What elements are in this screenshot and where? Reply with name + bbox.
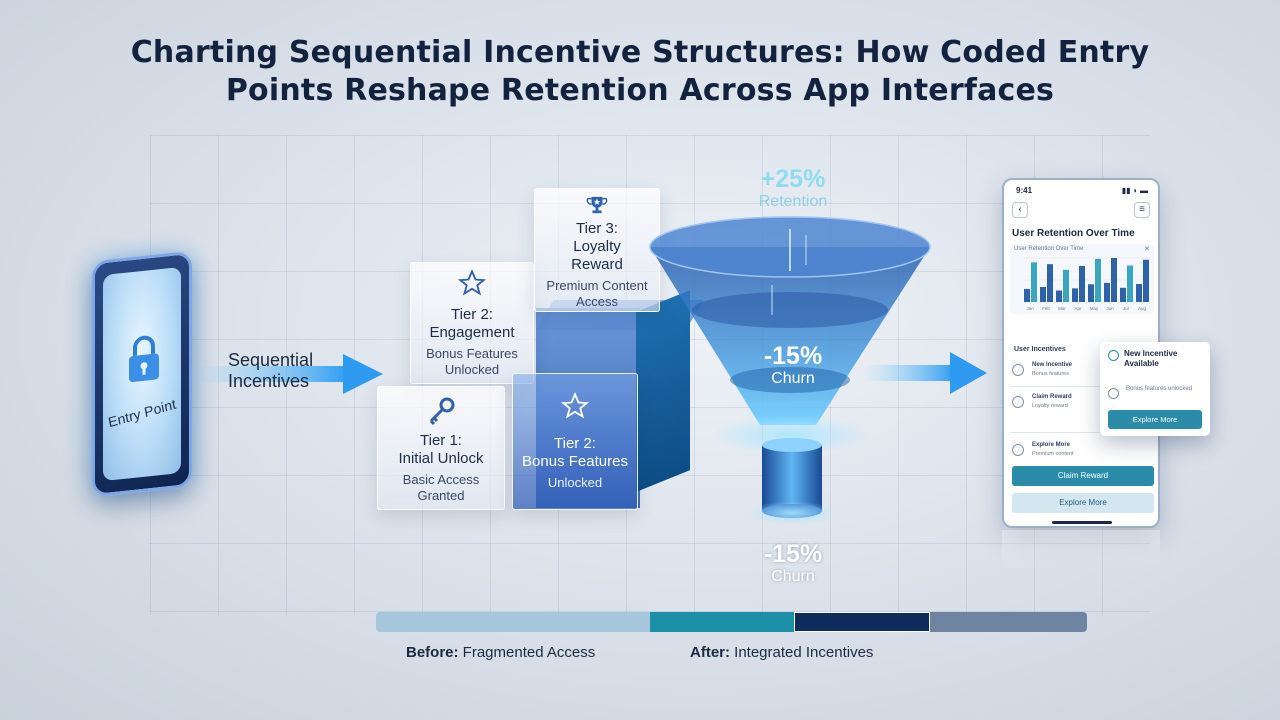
chart-close-icon[interactable]: ✕ <box>1144 246 1150 253</box>
chart-bar <box>1143 259 1149 302</box>
chart-tick-label: Mar <box>1058 306 1066 311</box>
status-icons: ▮▮ ◗ ▬ <box>1121 186 1148 195</box>
chart-bar <box>1127 265 1133 302</box>
app-reflection <box>1002 530 1160 570</box>
home-indicator <box>1052 521 1112 524</box>
tier-2-bonus-features-card: Tier 2: Bonus Features Unlocked <box>512 373 638 510</box>
title-line-1: Charting Sequential Incentive Structures… <box>130 35 1150 70</box>
funnel-to-app-arrow <box>862 352 987 394</box>
chart-bar <box>1111 258 1117 302</box>
explore-more-button[interactable]: Explore More <box>1012 493 1154 513</box>
chart-bar <box>1072 288 1078 302</box>
chart-bar <box>1056 290 1062 302</box>
popup-info-icon <box>1108 388 1119 399</box>
tier-1-initial-unlock-card: Tier 1: Initial Unlock Basic Access Gran… <box>377 386 505 510</box>
key-icon <box>429 397 455 426</box>
bar-transition-segment <box>650 612 794 632</box>
filter-button[interactable]: ≡ <box>1134 202 1150 218</box>
tier-3-loyalty-card: Tier 3: Loyalty Reward Premium Content A… <box>534 188 660 312</box>
popup-title: New Incentive Available <box>1124 349 1178 368</box>
chart-bar <box>1136 283 1142 302</box>
tier-2-engagement-card: Tier 2: Engagement Bonus Features Unlock… <box>410 262 534 384</box>
chart-tick-label: Jul <box>1123 306 1129 311</box>
page-title: Charting Sequential Incentive Structures… <box>0 34 1280 110</box>
retention-chart: User Retention Over Time ✕ Jan Feb Mar Apr M… <box>1010 244 1154 314</box>
chart-bar <box>1047 264 1053 302</box>
new-incentive-popup: New Incentive Available Bonus features u… <box>1100 342 1210 436</box>
chart-bar <box>1088 284 1094 302</box>
title-line-2: Points Reshape Retention Across App Inte… <box>225 73 1055 108</box>
sequential-arrow <box>188 354 383 394</box>
chart-tick-label: Apr <box>1074 306 1082 311</box>
retention-funnel <box>649 216 931 525</box>
incentives-section-heading: User Incentives <box>1014 346 1066 353</box>
back-button[interactable]: ‹ <box>1012 202 1028 218</box>
star-icon <box>457 268 487 296</box>
bar-after-segment <box>794 612 930 632</box>
before-legend: Before: Fragmented Access <box>406 644 596 661</box>
chart-bar <box>1120 287 1126 302</box>
entry-phone-screen: Entry Point <box>103 266 181 482</box>
chart-tick-label: Jun <box>1106 306 1114 311</box>
reward-icon <box>1012 396 1024 408</box>
app-heading: User Retention Over Time <box>1012 228 1135 239</box>
trophy-icon <box>586 196 608 214</box>
chart-bar <box>1063 269 1069 302</box>
divider <box>1010 386 1154 387</box>
chart-tick-label: Aug <box>1138 306 1147 311</box>
chart-tick-label: Feb <box>1042 306 1050 311</box>
entry-point-label: Entry Point <box>106 395 178 431</box>
chart-tick-label: May <box>1090 306 1099 311</box>
retention-metric: +25% Retention <box>758 165 828 210</box>
after-legend: After: Integrated Incentives <box>690 644 874 661</box>
claim-reward-button[interactable]: Claim Reward <box>1012 466 1154 486</box>
chart-bar <box>1024 288 1030 302</box>
chart-bar <box>1031 262 1037 302</box>
chart-subtitle: User Retention Over Time <box>1014 246 1084 252</box>
sequential-incentives-label: Sequential Incentives <box>228 350 314 391</box>
churn-metric-bottom: -15% Churn <box>763 540 823 585</box>
lock-icon <box>129 335 159 382</box>
divider <box>1010 432 1154 433</box>
entry-point-phone: Entry Point <box>92 250 192 498</box>
retention-bar-chart: Jan Feb Mar Apr May Jun Jul Aug <box>1024 257 1150 311</box>
chart-bar <box>1104 282 1110 302</box>
chart-bar <box>1079 265 1085 302</box>
popup-explore-button[interactable]: Explore More <box>1108 410 1202 429</box>
popup-subtitle: Bonus features unlocked <box>1126 386 1193 392</box>
chart-tick-label: Jan <box>1026 306 1034 311</box>
chart-bar <box>1095 258 1101 302</box>
star-icon <box>560 391 590 419</box>
status-time: 9:41 <box>1016 186 1033 195</box>
content-icon <box>1012 444 1024 456</box>
incentive-badge-icon <box>1108 350 1119 361</box>
incentive-icon <box>1012 364 1024 376</box>
chart-bar <box>1040 286 1046 302</box>
churn-metric-mid: -15% Churn <box>763 342 823 387</box>
bar-remaining-segment <box>930 612 1087 632</box>
bar-before-segment <box>376 612 650 632</box>
